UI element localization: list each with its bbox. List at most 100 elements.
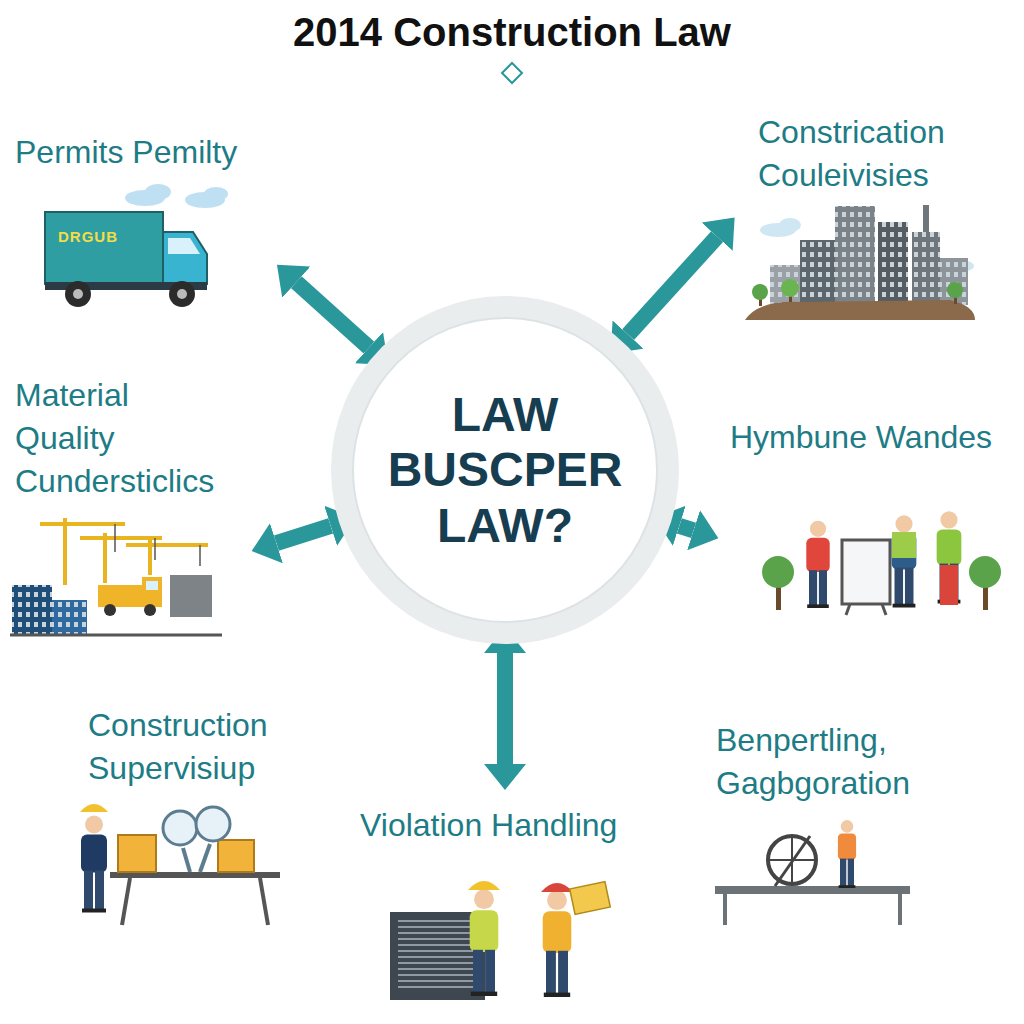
city-illustration-part [800, 240, 835, 305]
cranes-illustration-part [10, 634, 222, 637]
meeting-illustration-part [969, 556, 1001, 588]
cranes-illustration-part-part [80, 536, 162, 540]
supervision-illustration-part [183, 848, 190, 872]
supervision-illustration-part [200, 844, 210, 872]
center-circle: LAW BUSCPER LAW? [330, 295, 680, 645]
cranes-illustration-part [40, 518, 208, 585]
circle-ring [331, 296, 679, 644]
topic-group: Construction Supervisiup [62, 700, 294, 930]
supervision-illustration-part [196, 807, 230, 841]
truck-illustration-part [65, 281, 91, 307]
truck-illustration-part [169, 281, 195, 307]
city-illustration-part [947, 282, 963, 298]
meeting-illustration-part [882, 604, 886, 615]
topic-text: Construction Supervisiup [88, 704, 288, 790]
truck-illustration [45, 184, 228, 307]
city-illustration-part [923, 205, 929, 232]
truck-illustration-part [73, 289, 83, 299]
cranes-illustration-part-part [103, 533, 107, 583]
violation-illustration-part [543, 890, 572, 997]
meeting-illustration-part [892, 515, 917, 607]
cranes-illustration-part [142, 577, 162, 607]
meeting-illustration-part [842, 540, 890, 604]
workshop-illustration-part [715, 886, 910, 894]
violation-illustration-part [470, 889, 499, 996]
supervision-illustration-part [122, 878, 130, 925]
diagram-title: 2014 Construction Law [0, 8, 1024, 56]
topic-group: Hymbune Wandes [726, 412, 1022, 622]
truck-illustration-part [145, 184, 171, 200]
cranes-illustration-part-part [63, 518, 67, 585]
truck-lettering: DRGUB [58, 228, 118, 245]
violation-illustration-part [570, 882, 611, 915]
center-text: LAW BUSCPER LAW? [374, 387, 636, 553]
supervision-illustration [80, 804, 280, 925]
city-illustration-part [752, 284, 768, 300]
workshop-illustration-part [838, 820, 856, 888]
double-arrow [628, 237, 717, 335]
cranes-illustration-part [98, 585, 142, 607]
supervision-illustration-part [163, 811, 197, 845]
supervision-illustration-part [218, 840, 254, 872]
title-rule [270, 63, 750, 83]
city-illustration-part [745, 300, 975, 320]
violation-illustration [390, 881, 610, 1000]
topic-group: Constrication Couleivisies [740, 105, 999, 325]
city-illustration-part [770, 265, 800, 305]
city-illustration-part [800, 240, 835, 305]
truck-illustration-part [177, 289, 187, 299]
city-illustration-part [912, 232, 940, 305]
topic-text: Hymbune Wandes [730, 416, 1016, 459]
cranes-illustration-part [144, 604, 156, 616]
cranes-illustration-part-part [126, 543, 208, 547]
topic-text: Violation Handling [360, 804, 652, 847]
truck-illustration-part [45, 212, 163, 284]
cranes-illustration-part [115, 524, 200, 566]
city-illustration-part [835, 206, 875, 305]
meeting-illustration [762, 511, 1001, 615]
meeting-illustration-part [806, 521, 829, 608]
workshop-illustration-part [723, 894, 727, 925]
city-illustration [745, 205, 975, 320]
circle-face [353, 318, 657, 622]
cranes-illustration-part-part [154, 538, 156, 560]
meeting-illustration-part [846, 604, 850, 615]
cranes-illustration-part [52, 600, 87, 635]
supervision-illustration-part [118, 835, 156, 872]
city-illustration-part [878, 222, 908, 305]
city-illustration-part [770, 265, 800, 305]
city-illustration-part [940, 258, 968, 305]
topic-text: Benpertling, Gagbgoration [716, 719, 948, 805]
city-illustration-part [912, 232, 940, 305]
city-illustration-part [940, 258, 968, 305]
meeting-illustration-part [762, 556, 794, 588]
meeting-illustration-part [940, 565, 958, 605]
city-illustration-part [779, 218, 801, 232]
workshop-illustration-part [775, 836, 810, 886]
double-arrow [276, 526, 330, 543]
workshop-illustration-part [898, 894, 902, 925]
cranes-illustration-part [170, 575, 212, 617]
truck-illustration-part [163, 232, 207, 284]
topic-group: Material Quality Cundersticlics [8, 370, 244, 640]
violation-illustration-part [468, 881, 500, 890]
truck-illustration-part [168, 238, 200, 254]
double-arrow [497, 653, 513, 764]
topic-group: Permits Pemilty [10, 125, 271, 315]
topic-text: Material Quality Cundersticlics [15, 374, 237, 504]
violation-illustration-part [398, 920, 477, 992]
title-rule-part [502, 63, 522, 83]
cranes-illustration-part [12, 585, 52, 635]
cranes-illustration [10, 518, 222, 635]
cranes-illustration-part-part [199, 545, 201, 566]
truck-illustration-part [204, 187, 228, 201]
meeting-illustration-part [892, 532, 916, 558]
double-arrow [679, 526, 693, 531]
cranes-illustration-part [104, 604, 116, 616]
workshop-illustration [715, 820, 910, 925]
cranes-illustration-part-part [40, 522, 125, 526]
cranes-illustration-part [146, 581, 158, 590]
supervision-illustration-part [80, 804, 108, 812]
